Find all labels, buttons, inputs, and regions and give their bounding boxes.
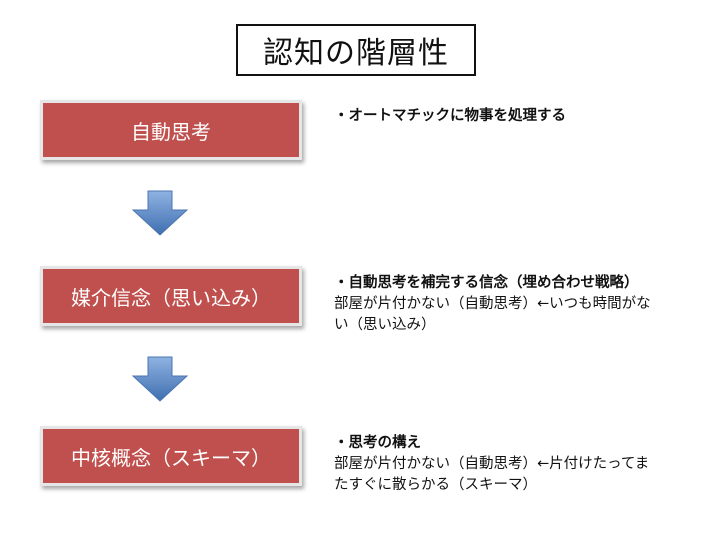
description-body: 部屋が片付かない（自動思考）←いつも時間がな い（思い込み）: [334, 296, 651, 333]
description-automatic-thought: ・オートマチックに物事を処理する: [334, 106, 714, 127]
level-box-automatic-thought: 自動思考: [40, 100, 302, 160]
level-box-core-belief: 中核概念（スキーマ）: [40, 426, 302, 486]
description-body: 部屋が片付かない（自動思考）←片付けたってま たすぐに散らかる（スキーマ）: [334, 456, 650, 493]
level-box-intermediate-belief: 媒介信念（思い込み）: [40, 266, 302, 326]
description-core-belief: ・思考の構え 部屋が片付かない（自動思考）←片付けたってま たすぐに散らかる（ス…: [334, 433, 714, 496]
description-intermediate-belief: ・自動思考を補完する信念（埋め合わせ戦略） 部屋が片付かない（自動思考）←いつも…: [334, 273, 714, 336]
down-arrow-icon: [132, 356, 188, 402]
description-heading: ・自動思考を補完する信念（埋め合わせ戦略）: [334, 275, 639, 291]
description-heading: ・オートマチックに物事を処理する: [334, 108, 566, 124]
description-heading: ・思考の構え: [334, 435, 421, 451]
down-arrow-icon: [132, 190, 188, 236]
page-title: 認知の階層性: [236, 24, 476, 76]
